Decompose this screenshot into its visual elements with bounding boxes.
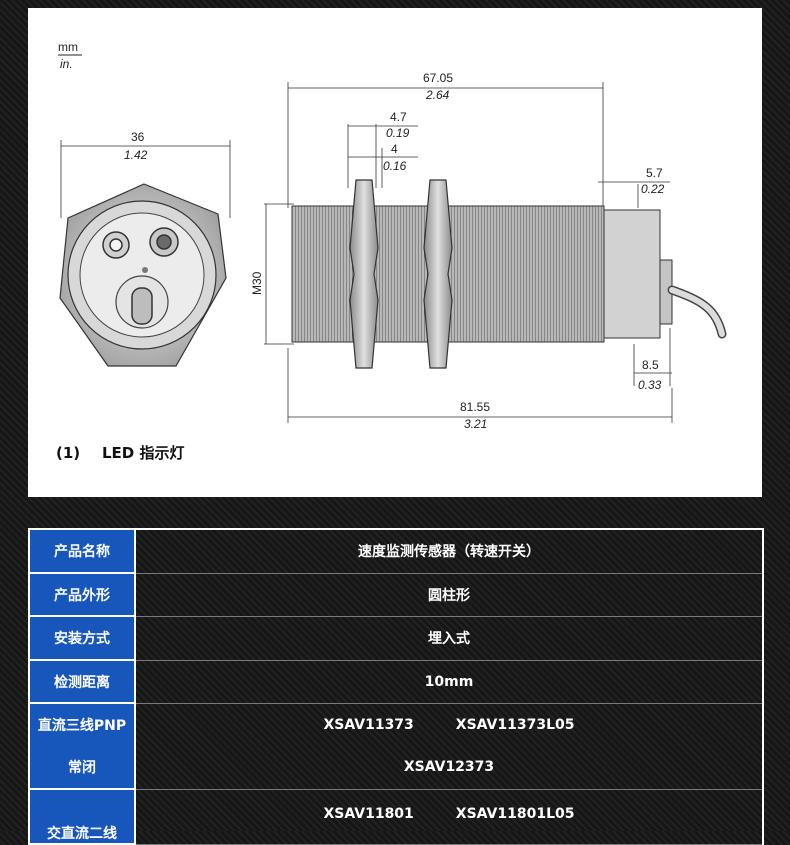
dimension-drawing-panel: mm in. 36 1.42 67.05 2.64 4.7 0.19 bbox=[28, 8, 762, 497]
table-row: 产品名称 速度监测传感器（转速开关） bbox=[29, 529, 763, 574]
table-row: 安装方式 埋入式 bbox=[29, 616, 763, 661]
model-code: XSAV11373 bbox=[323, 717, 414, 733]
spec-value-mounting: 埋入式 bbox=[135, 616, 763, 661]
sensor-dimension-drawing: mm in. 36 1.42 67.05 2.64 4.7 0.19 bbox=[56, 40, 727, 462]
dim-57-label: 5.7 bbox=[646, 166, 663, 180]
dim-36-label: 36 bbox=[131, 130, 145, 144]
rear-cap bbox=[603, 209, 661, 339]
model-code: XSAV12373 bbox=[403, 759, 495, 775]
dim-022-label: 0.22 bbox=[641, 182, 665, 196]
front-cable-icon bbox=[131, 287, 153, 325]
spec-label-pnp: 直流三线PNP 常闭 bbox=[29, 703, 136, 790]
table-row: 产品外形 圆柱形 bbox=[29, 573, 763, 617]
spec-value-sensing-distance: 10mm bbox=[135, 660, 763, 704]
dim-85-label: 8.5 bbox=[642, 358, 659, 372]
dim-m30-label: M30 bbox=[250, 271, 264, 295]
dim-019-label: 0.19 bbox=[386, 126, 410, 140]
spec-table: 产品名称 速度监测传感器（转速开关） 产品外形 圆柱形 安装方式 埋入式 检测距… bbox=[28, 528, 764, 845]
lock-nut-left bbox=[349, 179, 379, 369]
dim-016-label: 0.16 bbox=[383, 159, 407, 173]
spec-label-mounting: 安装方式 bbox=[29, 616, 136, 661]
spec-value-pnp-models: XSAV11373 XSAV11373L05 XSAV12373 bbox=[135, 703, 763, 790]
spec-label-sensing-distance: 检测距离 bbox=[29, 660, 136, 704]
note-text: LED 指示灯 bbox=[102, 444, 184, 462]
model-code: XSAV11373L05 bbox=[455, 717, 575, 733]
dim-142-label: 1.42 bbox=[124, 148, 148, 162]
spec-label-ac-dc: 交直流二线 bbox=[29, 789, 136, 845]
spec-label-shape: 产品外形 bbox=[29, 573, 136, 617]
spec-label-ac-dc-text: 交直流二线 bbox=[47, 826, 117, 842]
dim-033-label: 0.33 bbox=[638, 378, 662, 392]
dim-47-label: 4.7 bbox=[390, 110, 407, 124]
spec-value-shape: 圆柱形 bbox=[135, 573, 763, 617]
spec-label-pnp-line1: 直流三线PNP bbox=[37, 718, 127, 734]
dim-6705-label: 67.05 bbox=[423, 71, 453, 85]
model-code: XSAV11801L05 bbox=[455, 805, 575, 822]
units-in-label: in. bbox=[60, 57, 73, 71]
table-row: 检测距离 10mm bbox=[29, 660, 763, 704]
lock-nut-right bbox=[423, 179, 453, 369]
model-code: XSAV11801 bbox=[323, 805, 414, 822]
spec-label-pnp-line2: 常闭 bbox=[68, 760, 96, 776]
dim-321-label: 3.21 bbox=[464, 417, 487, 431]
dim-4-label: 4 bbox=[391, 142, 398, 156]
note-number: (1) bbox=[56, 444, 80, 462]
units-mm-label: mm bbox=[58, 40, 78, 54]
spec-value-ac-dc-models: XSAV11801 XSAV11801L05 bbox=[135, 789, 763, 845]
table-row: 交直流二线 XSAV11801 XSAV11801L05 bbox=[29, 789, 763, 845]
spec-value-product-name: 速度监测传感器（转速开关） bbox=[135, 529, 763, 574]
dim-264-label: 2.64 bbox=[425, 88, 450, 102]
spec-label-product-name: 产品名称 bbox=[29, 529, 136, 574]
dim-8155-label: 81.55 bbox=[460, 400, 490, 414]
table-row: 直流三线PNP 常闭 XSAV11373 XSAV11373L05 XSAV12… bbox=[29, 703, 763, 790]
